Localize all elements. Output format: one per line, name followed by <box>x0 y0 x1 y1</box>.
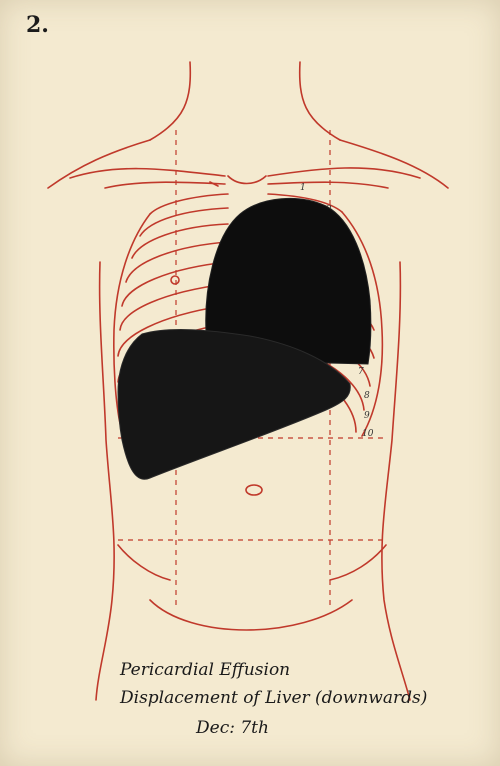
left-clavicle <box>70 169 225 178</box>
left-nipple <box>171 276 179 284</box>
navel <box>246 485 262 495</box>
left-rib-1 <box>150 194 228 214</box>
rib-number-7: 7 <box>358 367 364 377</box>
rib-number-9: 9 <box>364 411 370 421</box>
right-clavicle <box>268 168 420 178</box>
caption-line-3: Dec: 7th <box>196 718 269 738</box>
caption-line-1: Pericardial Effusion <box>120 660 290 680</box>
right-torso-outline <box>382 262 410 700</box>
left-torso-outline <box>96 262 114 700</box>
rib-number-8: 8 <box>364 391 370 401</box>
rib-number-1: 1 <box>300 183 306 193</box>
left-clavicle-lower <box>105 182 225 188</box>
left-inguinal-line <box>118 545 170 580</box>
left-shoulder-outline <box>48 140 150 188</box>
lower-abdomen-curve <box>150 600 352 630</box>
rib-number-10: 10 <box>362 429 374 439</box>
sternal-notch <box>228 176 266 184</box>
right-clavicle-lower <box>268 182 388 188</box>
right-inguinal-line <box>330 545 386 580</box>
caption-line-2: Displacement of Liver (downwards) <box>120 688 427 708</box>
neck-right-outline <box>300 62 340 140</box>
right-shoulder-outline <box>340 140 448 188</box>
neck-left-outline <box>150 62 190 140</box>
